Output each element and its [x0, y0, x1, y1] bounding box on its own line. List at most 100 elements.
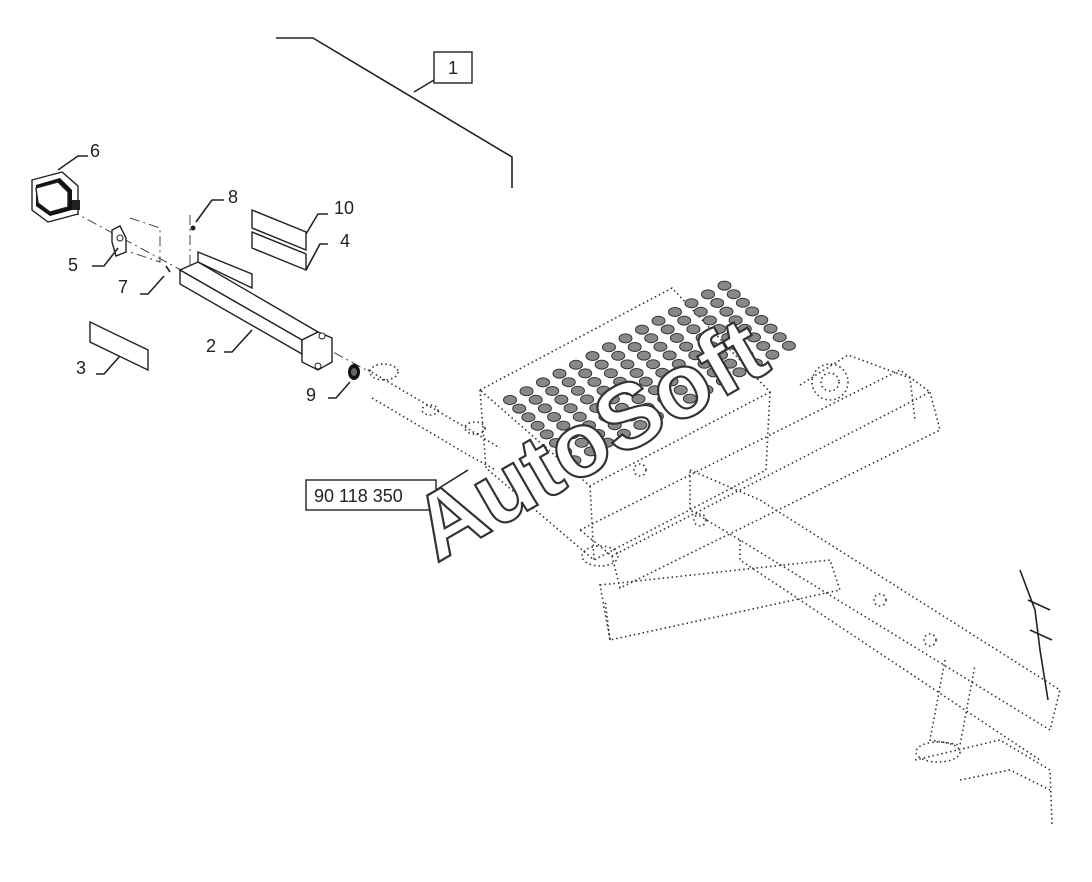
grating-hole	[704, 341, 719, 352]
grating-hole	[747, 332, 761, 343]
grating-hole	[563, 403, 578, 414]
grating-hole	[748, 358, 763, 369]
callout-2-group: 2	[206, 329, 253, 356]
grating-hole	[602, 342, 616, 353]
grating-hole	[682, 393, 697, 404]
grating-hole	[721, 332, 736, 343]
callout-6-group: 6	[57, 141, 100, 171]
callout-1: 1	[448, 58, 458, 78]
grating-hole	[710, 298, 725, 308]
callout-5-group: 5	[68, 247, 119, 275]
grating-hole	[587, 377, 602, 387]
grating-hole	[631, 394, 646, 404]
grating-hole	[649, 411, 664, 422]
decal-upper-a	[251, 208, 307, 252]
grating-hole	[655, 367, 670, 378]
grating-hole	[565, 429, 580, 440]
grating-hole	[664, 376, 679, 387]
grating-hole	[728, 315, 743, 326]
grating-hole	[673, 385, 688, 395]
grating-hole	[582, 420, 596, 431]
grating-hole	[596, 385, 611, 396]
grating-hole	[591, 429, 606, 439]
machine-frame	[367, 280, 1061, 826]
step-grating	[503, 280, 796, 466]
callout-4-group: 4	[305, 231, 350, 271]
watermark-text: AutoSoft	[396, 298, 783, 580]
grating-hole	[627, 342, 642, 352]
grating-hole	[657, 393, 672, 404]
grating-hole	[539, 429, 554, 440]
grating-hole	[605, 394, 620, 405]
grating-hole	[600, 437, 615, 448]
grating-hole	[569, 359, 583, 370]
callout-9: 9	[306, 385, 316, 405]
grating-hole	[552, 368, 567, 379]
grating-hole	[618, 333, 633, 344]
grating-hole	[717, 280, 732, 291]
grating-hole	[589, 403, 604, 413]
grating-hole	[730, 341, 745, 352]
grating-hole	[693, 306, 708, 317]
grating-hole	[549, 438, 563, 448]
grating-hole	[695, 332, 710, 343]
grating-hole	[651, 315, 666, 326]
grating-hole	[519, 386, 534, 397]
grating-hole	[521, 412, 536, 423]
grating-hole	[686, 324, 701, 335]
grating-hole	[512, 403, 527, 414]
grating-hole	[640, 402, 655, 413]
grating-hole	[561, 377, 576, 388]
grating-hole	[567, 455, 582, 466]
grating-hole	[701, 289, 715, 300]
assembly-callout: 1	[276, 37, 513, 188]
grating-hole	[620, 359, 635, 370]
grating-hole	[646, 359, 661, 370]
grating-hole	[583, 446, 598, 457]
grating-hole	[570, 385, 585, 396]
grating-hole	[706, 367, 721, 378]
screw-top	[190, 225, 196, 231]
grating-hole	[699, 384, 714, 395]
callout-8: 8	[228, 187, 238, 207]
grating-hole	[574, 437, 589, 448]
grating-hole	[629, 368, 644, 378]
callout-6: 6	[90, 141, 100, 161]
grating-hole	[547, 412, 562, 422]
grating-hole	[638, 376, 653, 387]
grating-hole	[648, 385, 662, 396]
grating-hole	[635, 324, 649, 335]
decal-lower	[89, 320, 149, 372]
grating-hole	[578, 368, 593, 379]
grating-hole	[671, 359, 686, 369]
grating-hole	[702, 315, 717, 326]
grating-hole	[756, 341, 771, 351]
lamp	[31, 171, 80, 223]
grating-hole	[545, 386, 560, 396]
grating-hole	[737, 323, 752, 334]
grating-hole	[719, 306, 734, 317]
grating-hole	[636, 350, 651, 361]
grating-hole	[622, 385, 637, 396]
grating-hole	[772, 332, 787, 343]
grating-hole	[616, 428, 631, 439]
screw-left	[165, 265, 171, 273]
nut	[348, 364, 360, 380]
grating-hole	[530, 420, 545, 431]
grating-hole	[684, 298, 699, 309]
grating-hole	[668, 307, 682, 317]
callout-10: 10	[334, 198, 354, 218]
grating-hole	[712, 324, 727, 334]
grating-hole	[726, 289, 741, 300]
grating-hole	[666, 402, 681, 413]
grating-hole	[669, 333, 684, 343]
grating-hole	[537, 403, 552, 414]
grating-hole	[611, 350, 626, 361]
grating-hole	[585, 351, 600, 361]
grating-hole	[603, 368, 618, 379]
callout-10-group: 10	[305, 198, 354, 235]
grating-hole	[679, 341, 694, 352]
reference-label: 90 118 350	[314, 486, 403, 506]
grating-hole	[554, 394, 569, 405]
